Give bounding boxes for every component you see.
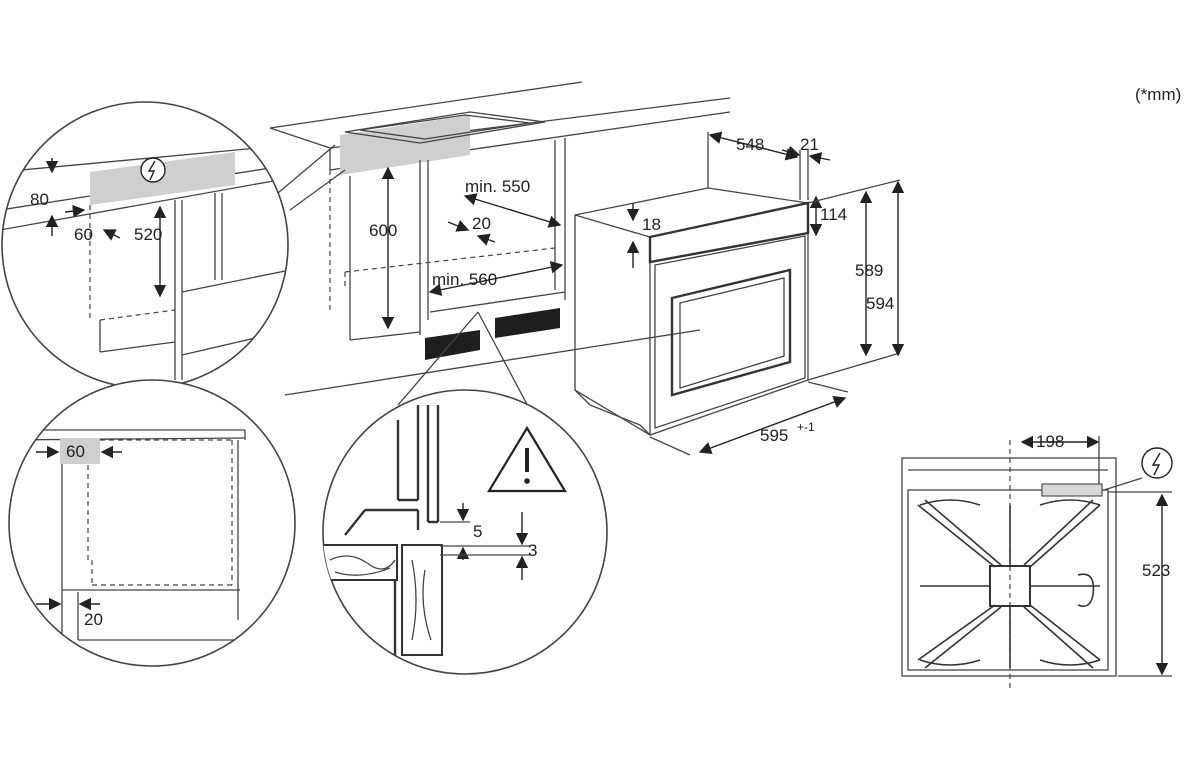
electric-hazard-icon bbox=[140, 157, 166, 183]
hob-depth-label: 523 bbox=[1142, 561, 1170, 580]
control-panel-label: 114 bbox=[820, 205, 847, 224]
pan-support bbox=[917, 499, 1101, 669]
plinth bbox=[425, 308, 560, 360]
rear-gap-label: 20 bbox=[472, 214, 491, 233]
detail-bottom-center: 5 3 bbox=[322, 389, 608, 675]
hob-width-label: 198 bbox=[1036, 432, 1064, 451]
oven bbox=[574, 187, 810, 436]
detail-bl-label-b: 20 bbox=[84, 610, 103, 629]
top-offset-label: 18 bbox=[642, 215, 661, 234]
hob-cutout bbox=[340, 111, 546, 175]
hob-top-view: 198 523 bbox=[901, 432, 1173, 690]
cabinet-depth-label: min. 550 bbox=[465, 177, 530, 196]
dim-cabinet-height: 600 bbox=[369, 166, 397, 330]
detail-bottom-left: 60 20 bbox=[8, 379, 296, 667]
callout-line-top-2 bbox=[289, 169, 346, 211]
dim-rear-gap: 20 bbox=[447, 214, 496, 246]
detail-tl-label-a: 80 bbox=[30, 190, 49, 209]
cabinet-width-label: min. 560 bbox=[432, 270, 497, 289]
front-panel-label: 21 bbox=[800, 135, 819, 154]
dim-oven-height: 589 594 bbox=[807, 179, 905, 381]
detail-top-left: 80 60 520 bbox=[1, 101, 289, 389]
dim-top-offset: 18 bbox=[626, 203, 661, 268]
hob-electric-icon bbox=[1141, 447, 1173, 479]
worktop bbox=[269, 81, 731, 171]
oven-depth-label: 548 bbox=[736, 135, 764, 154]
detail-bc-label-a: 5 bbox=[473, 522, 482, 541]
detail-bc-label-b: 3 bbox=[528, 541, 537, 560]
callout-line-top bbox=[271, 144, 336, 199]
dim-control-panel: 114 bbox=[809, 195, 847, 237]
dim-cabinet-depth: min. 550 bbox=[463, 177, 562, 228]
detail-tl-label-c: 520 bbox=[134, 225, 162, 244]
dim-oven-width: 595 +-1 bbox=[649, 381, 849, 456]
dim-oven-depth: 548 bbox=[707, 131, 801, 200]
oven-height-outer-label: 594 bbox=[866, 294, 894, 313]
callout-line-bottom bbox=[397, 311, 479, 406]
callout-line-bottom-2 bbox=[477, 311, 531, 411]
cabinet-height-label: 600 bbox=[369, 221, 397, 240]
detail-bl-label-a: 60 bbox=[66, 442, 85, 461]
dim-cabinet-width: min. 560 bbox=[428, 261, 564, 296]
unit-note: (*mm) bbox=[1135, 85, 1181, 104]
oven-height-inner-label: 589 bbox=[855, 261, 883, 280]
oven-width-tolerance: +-1 bbox=[797, 420, 815, 434]
detail-tl-label-b: 60 bbox=[74, 225, 93, 244]
dim-front-panel: 21 bbox=[781, 135, 831, 200]
oven-width-label: 595 bbox=[760, 426, 788, 445]
